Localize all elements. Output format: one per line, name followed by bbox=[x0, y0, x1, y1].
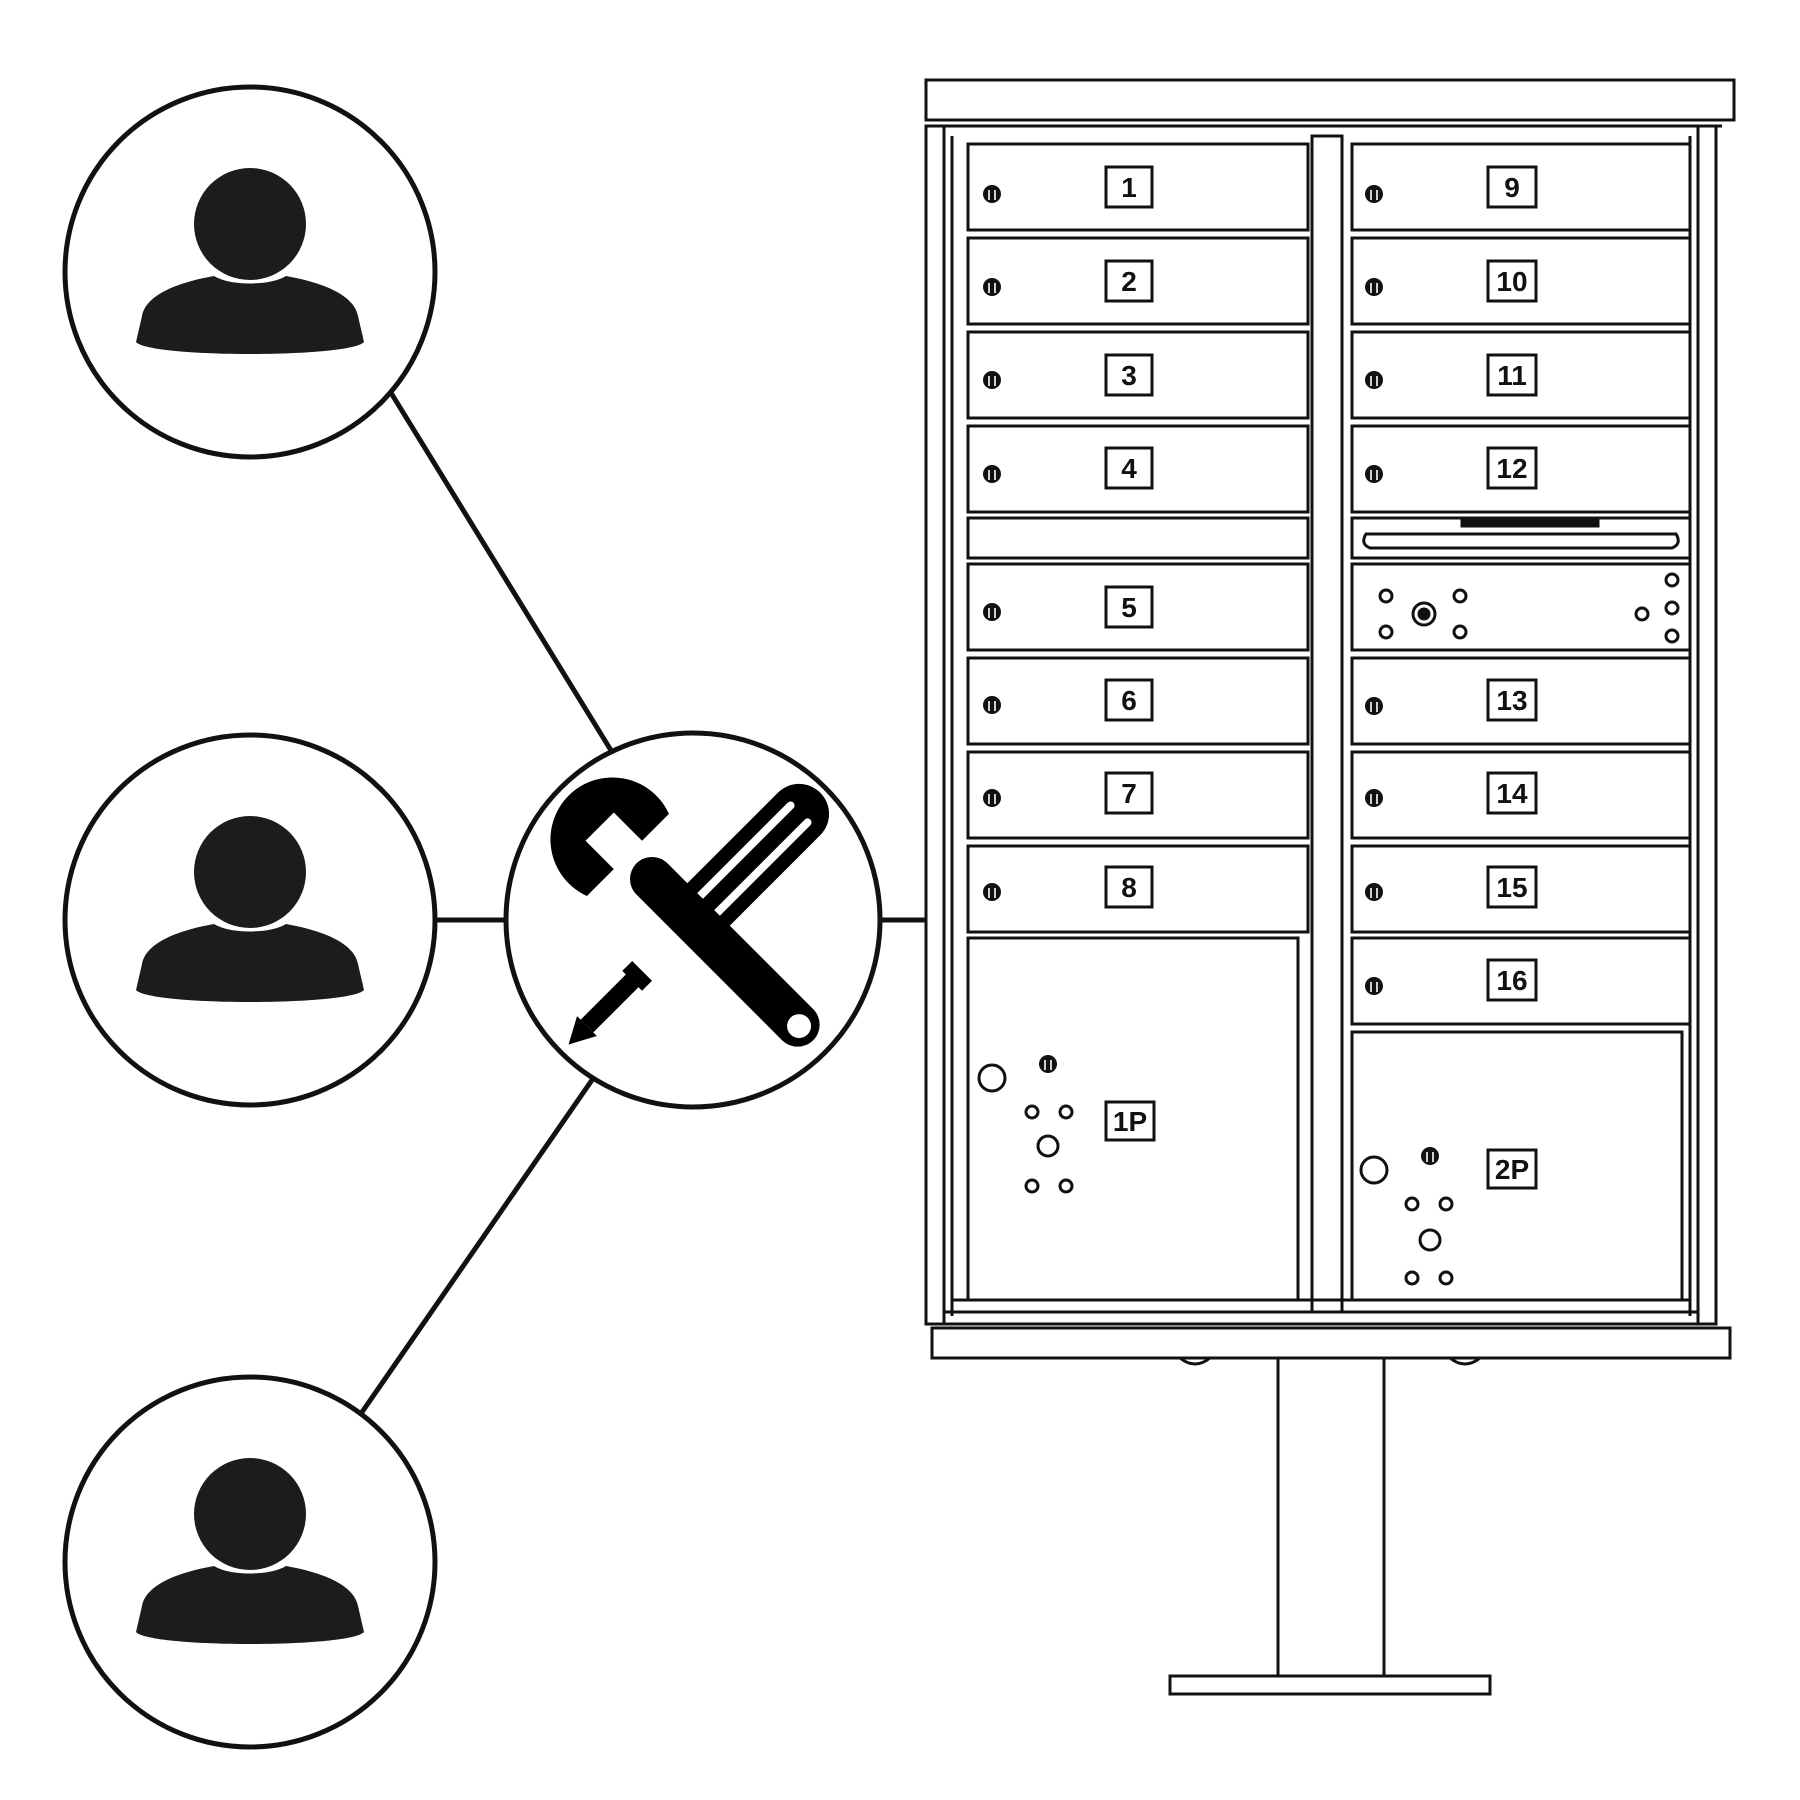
mailbox-base bbox=[930, 1326, 1732, 1360]
parcel-locker-label: 1P bbox=[1113, 1106, 1147, 1137]
mailbox-door[interactable]: 1 bbox=[966, 142, 1310, 232]
mailbox-door[interactable]: 11 bbox=[1350, 330, 1692, 420]
mailbox-door[interactable]: 16 bbox=[1350, 936, 1692, 1026]
pedestal-post bbox=[1276, 1356, 1386, 1678]
connector-bottom bbox=[357, 1078, 595, 1417]
door-number: 3 bbox=[1121, 360, 1137, 391]
door-number: 15 bbox=[1496, 872, 1527, 903]
mailbox-door[interactable]: 4 bbox=[966, 424, 1310, 514]
door-number: 16 bbox=[1496, 965, 1527, 996]
wrench-screwdriver-icon bbox=[550, 777, 830, 1047]
door-number: 9 bbox=[1504, 172, 1520, 203]
hub-node bbox=[503, 730, 883, 1110]
door-number: 5 bbox=[1121, 592, 1137, 623]
mailbox-cap bbox=[924, 78, 1736, 122]
connector-lines bbox=[357, 386, 926, 1417]
door-number: 4 bbox=[1121, 453, 1137, 484]
mailbox-door[interactable]: 10 bbox=[1350, 236, 1692, 326]
door-number: 13 bbox=[1496, 685, 1527, 716]
mailbox-door[interactable]: 8 bbox=[966, 844, 1310, 934]
left-door-column: 1 2 3 4 bbox=[966, 142, 1310, 1302]
door-number: 8 bbox=[1121, 872, 1137, 903]
mailbox-door[interactable]: 14 bbox=[1350, 750, 1692, 840]
mailbox-door[interactable]: 9 bbox=[1350, 142, 1692, 232]
door-number: 11 bbox=[1497, 360, 1527, 391]
mailbox-door[interactable]: 12 bbox=[1350, 424, 1692, 514]
mailbox-door[interactable]: 3 bbox=[966, 330, 1310, 420]
access-panel bbox=[1350, 562, 1692, 652]
parcel-locker[interactable]: 1P bbox=[966, 936, 1300, 1302]
connector-top bbox=[385, 386, 615, 754]
door-number: 1 bbox=[1121, 172, 1137, 203]
mailbox-door[interactable]: 2 bbox=[966, 236, 1310, 326]
door-number: 12 bbox=[1496, 453, 1527, 484]
mailbox-door[interactable]: 5 bbox=[966, 562, 1310, 652]
cluster-mailbox: 1 2 3 4 bbox=[924, 78, 1736, 1696]
door-number: 7 bbox=[1121, 778, 1137, 809]
door-number: 10 bbox=[1496, 266, 1527, 297]
person-node-3 bbox=[62, 1374, 438, 1750]
mailbox-door[interactable]: 7 bbox=[966, 750, 1310, 840]
door-number: 14 bbox=[1496, 778, 1528, 809]
right-door-column: 9 10 11 12 bbox=[1350, 142, 1692, 1302]
door-number: 6 bbox=[1121, 685, 1137, 716]
mailbox-door[interactable]: 15 bbox=[1350, 844, 1692, 934]
mailbox-door[interactable]: 6 bbox=[966, 656, 1310, 746]
person-node-2 bbox=[62, 732, 438, 1108]
blank-panel bbox=[966, 516, 1310, 560]
outgoing-mail-slot[interactable] bbox=[1350, 516, 1692, 560]
door-number: 2 bbox=[1121, 266, 1137, 297]
mailbox-frame bbox=[924, 124, 1718, 1326]
person-node-1 bbox=[62, 84, 438, 460]
mailbox-door[interactable]: 13 bbox=[1350, 656, 1692, 746]
center-divider bbox=[1310, 134, 1344, 1314]
pedestal-foot bbox=[1168, 1674, 1492, 1696]
parcel-locker-label: 2P bbox=[1495, 1154, 1529, 1185]
parcel-locker[interactable]: 2P bbox=[1350, 1030, 1684, 1302]
